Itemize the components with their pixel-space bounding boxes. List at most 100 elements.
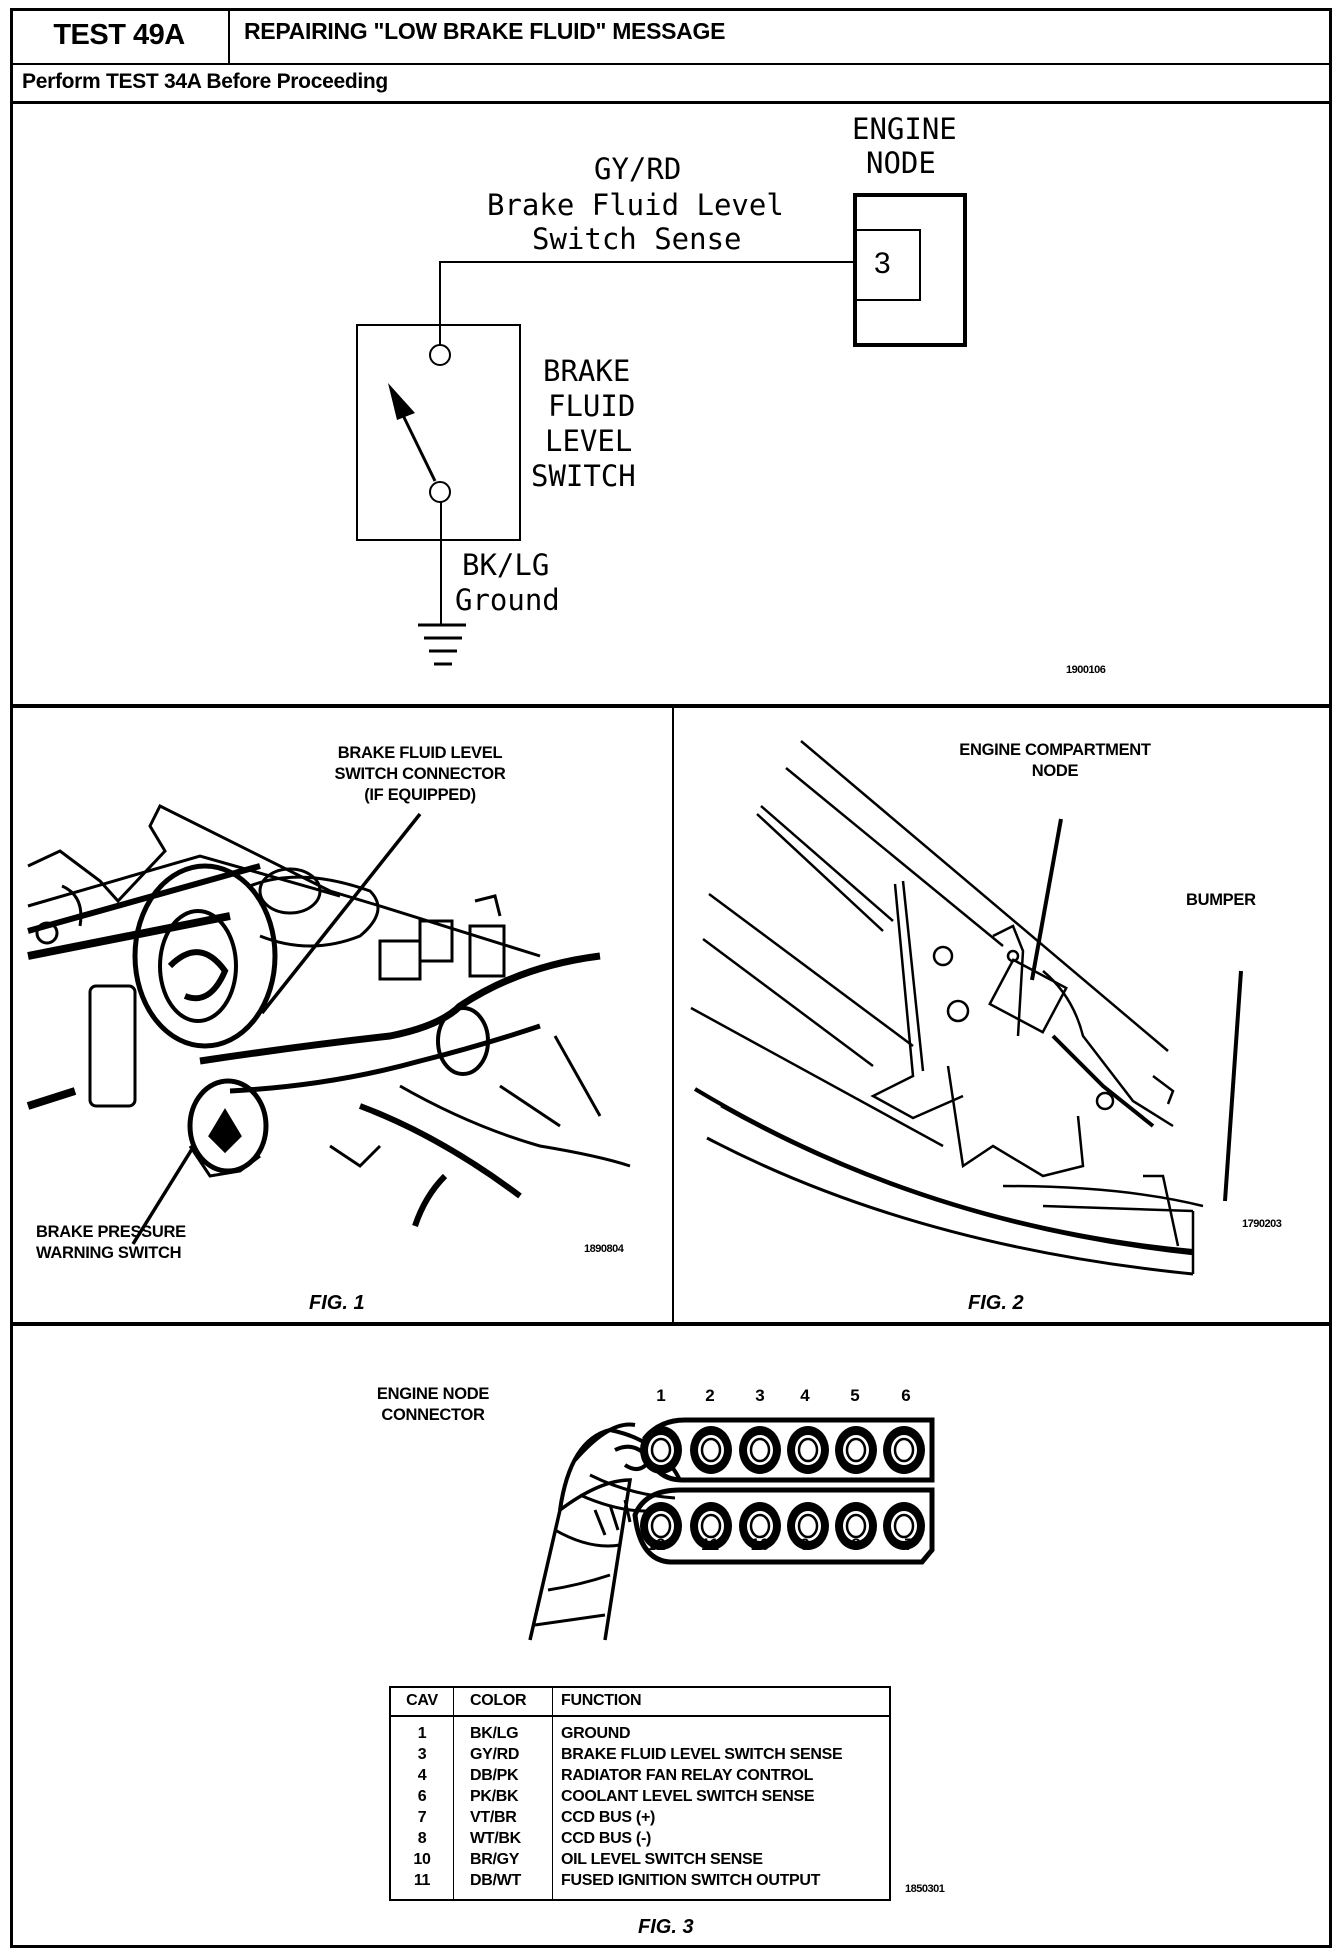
cell-color: DB/WT	[453, 1870, 553, 1900]
fig2-callout-node: ENGINE COMPARTMENT NODE	[959, 741, 1151, 780]
fig1-leader-connector	[260, 812, 422, 1015]
pin-number: 10	[750, 1535, 770, 1554]
cell-cav: 11	[390, 1870, 454, 1900]
connector-cavities	[640, 1426, 925, 1550]
cell-function: CCD BUS (-)	[561, 1830, 652, 1847]
cell-function: OIL LEVEL SWITCH SENSE	[561, 1851, 763, 1868]
schematic-drawing	[356, 193, 967, 666]
pin-number: 6	[901, 1386, 911, 1405]
col-cav: CAV	[390, 1687, 454, 1717]
pin-number: 3	[755, 1386, 765, 1405]
schematic-ref-number: 1900106	[1066, 664, 1106, 676]
node-label-line2: NODE	[866, 146, 936, 180]
col-color: COLOR	[453, 1687, 553, 1717]
fig1-ref-number: 1890804	[584, 1243, 624, 1255]
cell-function: GROUND	[561, 1725, 631, 1742]
cell-color: GY/RD	[453, 1744, 553, 1765]
cavity-3	[739, 1426, 781, 1474]
cell-color: VT/BR	[453, 1807, 553, 1828]
subheader-divider	[10, 101, 1332, 104]
cavity-5	[835, 1426, 877, 1474]
cavity-12	[640, 1502, 682, 1550]
cell-cav: 1	[390, 1716, 454, 1744]
cavity-8	[835, 1502, 877, 1550]
cell-color: BR/GY	[453, 1849, 553, 1870]
cell-cav: 6	[390, 1786, 454, 1807]
node-pin-3-box	[854, 229, 921, 301]
pin-number: 4	[800, 1386, 810, 1405]
cell-cav: 4	[390, 1765, 454, 1786]
fig2-caption: FIG. 2	[968, 1292, 1024, 1314]
fig2-leader-bumper	[1223, 970, 1243, 1202]
pin-number: 1	[656, 1386, 666, 1405]
cell-function: BRAKE FLUID LEVEL SWITCH SENSE	[561, 1746, 843, 1763]
cell-function: FUSED IGNITION SWITCH OUTPUT	[561, 1872, 821, 1889]
pin-number: 11	[701, 1535, 719, 1554]
cavity-9	[787, 1502, 829, 1550]
switch-label-1: BRAKE	[543, 354, 631, 388]
connector-label: ENGINE NODE CONNECTOR	[376, 1385, 490, 1424]
pin-number: 8	[851, 1535, 861, 1554]
fig1-leader-pressure-switch	[131, 1148, 194, 1245]
engine-node-box	[853, 193, 967, 347]
wire-top-color: GY/RD	[594, 152, 682, 186]
cell-function: COOLANT LEVEL SWITCH SENSE	[561, 1788, 815, 1805]
pin-number: 2	[705, 1386, 715, 1405]
pin-number: 12	[646, 1535, 666, 1554]
fig1-engine-illustration	[26, 803, 631, 1245]
pin-number: 5	[850, 1386, 860, 1405]
cell-color: DB/PK	[453, 1765, 553, 1786]
switch-top-terminal	[429, 344, 451, 366]
fig2-leader-node	[1030, 818, 1063, 981]
switch-box	[356, 324, 521, 541]
cell-color: PK/BK	[453, 1786, 553, 1807]
page-title: REPAIRING "LOW BRAKE FLUID" MESSAGE	[244, 18, 726, 44]
cell-function: CCD BUS (+)	[561, 1809, 656, 1826]
figures-divider	[10, 1322, 1332, 1326]
fig2-callout-bumper: BUMPER	[1186, 891, 1256, 909]
wire-bottom-color: BK/LG	[462, 548, 550, 582]
table-header-row: CAV COLOR FUNCTION	[390, 1687, 890, 1717]
ground-icon	[418, 623, 466, 666]
fig1-callout-connector: BRAKE FLUID LEVEL SWITCH CONNECTOR (IF E…	[334, 744, 506, 804]
cell-cav: 7	[390, 1807, 454, 1828]
wire-top-function-1: Brake Fluid Level	[487, 188, 784, 222]
col-function: FUNCTION	[552, 1687, 890, 1717]
cavity-4	[787, 1426, 829, 1474]
wire-top-function-2: Switch Sense	[532, 222, 742, 256]
cavity-6	[883, 1426, 925, 1474]
cell-color: BK/LG	[453, 1716, 553, 1744]
cavity-11	[690, 1502, 732, 1550]
prerequisite-note: Perform TEST 34A Before Proceeding	[22, 70, 388, 93]
cavity-2	[690, 1426, 732, 1474]
fig1-callout-pressure-switch: BRAKE PRESSURE WARNING SWITCH	[36, 1223, 186, 1262]
cell-color: WT/BK	[453, 1828, 553, 1849]
node-pin-number: 3	[874, 247, 891, 280]
gy-rd-wire	[439, 261, 855, 350]
switch-bottom-terminal	[429, 481, 451, 503]
switch-arrow-icon	[388, 383, 415, 420]
page-frame	[10, 8, 1332, 1948]
cavity-7	[883, 1502, 925, 1550]
wire-bottom-function: Ground	[455, 583, 560, 617]
cell-cav: 8	[390, 1828, 454, 1849]
fig3-caption: FIG. 3	[638, 1916, 694, 1938]
pin-number: 7	[904, 1535, 914, 1554]
node-label-line1: ENGINE	[852, 112, 957, 146]
cell-function: RADIATOR FAN RELAY CONTROL	[561, 1767, 814, 1784]
switch-label-3: LEVEL	[545, 424, 633, 458]
fig1-caption: FIG. 1	[309, 1292, 365, 1314]
cavity-10	[739, 1502, 781, 1550]
header-divider	[10, 63, 1332, 65]
connector-drawing	[528, 1417, 935, 1641]
fig3-ref-number: 1850301	[905, 1883, 945, 1895]
fig2-bumper-illustration	[690, 740, 1243, 1276]
cell-cav: 3	[390, 1744, 454, 1765]
